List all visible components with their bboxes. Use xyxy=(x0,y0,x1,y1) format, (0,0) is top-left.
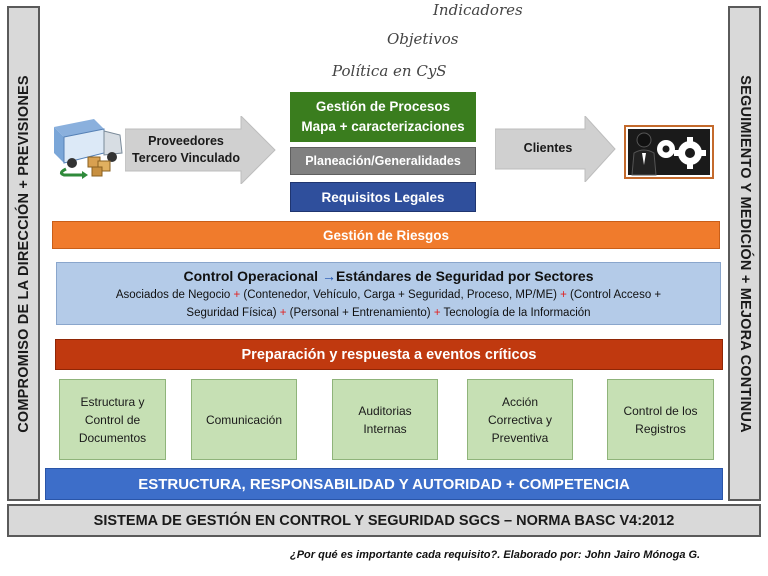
document-control-box: Estructura y Control de Documentos xyxy=(59,379,166,460)
control-line2-b: (Personal + Entrenamiento) xyxy=(286,307,434,319)
suppliers-line2: Tercero Vinculado xyxy=(132,151,240,165)
planning-box: Planeación/Generalidades xyxy=(290,147,476,175)
left-commitment-bar: COMPROMISO DE LA DIRECCIÓN + PREVISIONES xyxy=(7,6,40,501)
planning-label: Planeación/Generalidades xyxy=(305,154,461,168)
suppliers-line1: Proveedores xyxy=(148,134,224,148)
operational-control-box: Control Operacional →Estándares de Segur… xyxy=(56,262,721,325)
structure-label: ESTRUCTURA, RESPONSABILIDAD Y AUTORIDAD … xyxy=(138,475,630,493)
process-management-box: Gestión de Procesos Mapa + caracterizaci… xyxy=(290,92,476,142)
clients-label: Clientes xyxy=(523,141,573,155)
emergency-preparedness-bar: Preparación y respuesta a eventos crític… xyxy=(55,339,723,370)
emergency-label: Preparación y respuesta a eventos crític… xyxy=(241,346,537,363)
plus-icon: + xyxy=(560,289,567,301)
corrective-action-label: Acción Correctiva y Preventiva xyxy=(487,394,552,445)
control-line2-c: Tecnología de la Información xyxy=(440,307,591,319)
process-line1: Gestión de Procesos xyxy=(315,99,451,114)
control-line1: Asociados de Negocio + (Contenedor, Vehí… xyxy=(57,286,720,304)
control-line1-b: (Contenedor, Vehículo, Carga + Seguridad… xyxy=(240,289,561,301)
clients-gears-icon xyxy=(624,125,714,179)
right-monitoring-label: SEGUIMIENTO Y MEDICIÓN + MEJORA CONTINUA xyxy=(736,74,753,433)
risk-label: Gestión de Riesgos xyxy=(322,227,450,243)
structure-responsibility-bar: ESTRUCTURA, RESPONSABILIDAD Y AUTORIDAD … xyxy=(45,468,723,500)
control-title-part1: Control Operacional xyxy=(183,268,322,284)
corrective-action-box: Acción Correctiva y Preventiva xyxy=(467,379,573,460)
system-label: SISTEMA DE GESTIÓN EN CONTROL Y SEGURIDA… xyxy=(93,512,675,529)
risk-management-bar: Gestión de Riesgos xyxy=(52,221,720,249)
legal-label: Requisitos Legales xyxy=(321,189,445,205)
communication-label: Comunicación xyxy=(205,412,283,427)
left-commitment-label: COMPROMISO DE LA DIRECCIÓN + PREVISIONES xyxy=(15,74,32,433)
internal-audits-box: Auditorias Internas xyxy=(332,379,438,460)
legal-requirements-box: Requisitos Legales xyxy=(290,182,476,212)
truck-icon xyxy=(54,119,123,179)
communication-box: Comunicación xyxy=(191,379,297,460)
suppliers-label: Proveedores Tercero Vinculado xyxy=(128,133,244,167)
process-line2: Mapa + caracterizaciones xyxy=(301,119,465,134)
records-control-label: Control de los Registros xyxy=(623,403,698,436)
control-title: Control Operacional →Estándares de Segur… xyxy=(57,267,720,286)
right-monitoring-bar: SEGUIMIENTO Y MEDICIÓN + MEJORA CONTINUA xyxy=(728,6,761,501)
control-line1-a: Asociados de Negocio xyxy=(115,289,234,301)
arrow-right-icon: → xyxy=(321,268,336,284)
control-title-part2: Estándares de Seguridad por Sectores xyxy=(335,268,594,284)
plus-icon: + xyxy=(433,307,441,319)
clients-arrow xyxy=(495,116,616,182)
label-objetivos: Objetivos xyxy=(387,30,459,48)
document-control-label: Estructura y Control de Documentos xyxy=(78,394,147,445)
suppliers-arrow xyxy=(125,116,276,184)
plus-icon: + xyxy=(279,307,287,319)
management-system-bar: SISTEMA DE GESTIÓN EN CONTROL Y SEGURIDA… xyxy=(7,504,761,537)
footer-credit: ¿Por qué es importante cada requisito?. … xyxy=(290,549,701,561)
control-line1-c: (Control Acceso + xyxy=(566,289,662,301)
internal-audits-label: Auditorias Internas xyxy=(358,403,412,436)
records-control-box: Control de los Registros xyxy=(607,379,714,460)
label-indicadores: Indicadores xyxy=(433,1,523,19)
control-line2-a: Seguridad Física) xyxy=(186,307,280,319)
plus-icon: + xyxy=(233,289,241,301)
control-line2: Seguridad Física) + (Personal + Entrenam… xyxy=(57,304,720,322)
label-politica: Política en CyS xyxy=(332,62,447,80)
